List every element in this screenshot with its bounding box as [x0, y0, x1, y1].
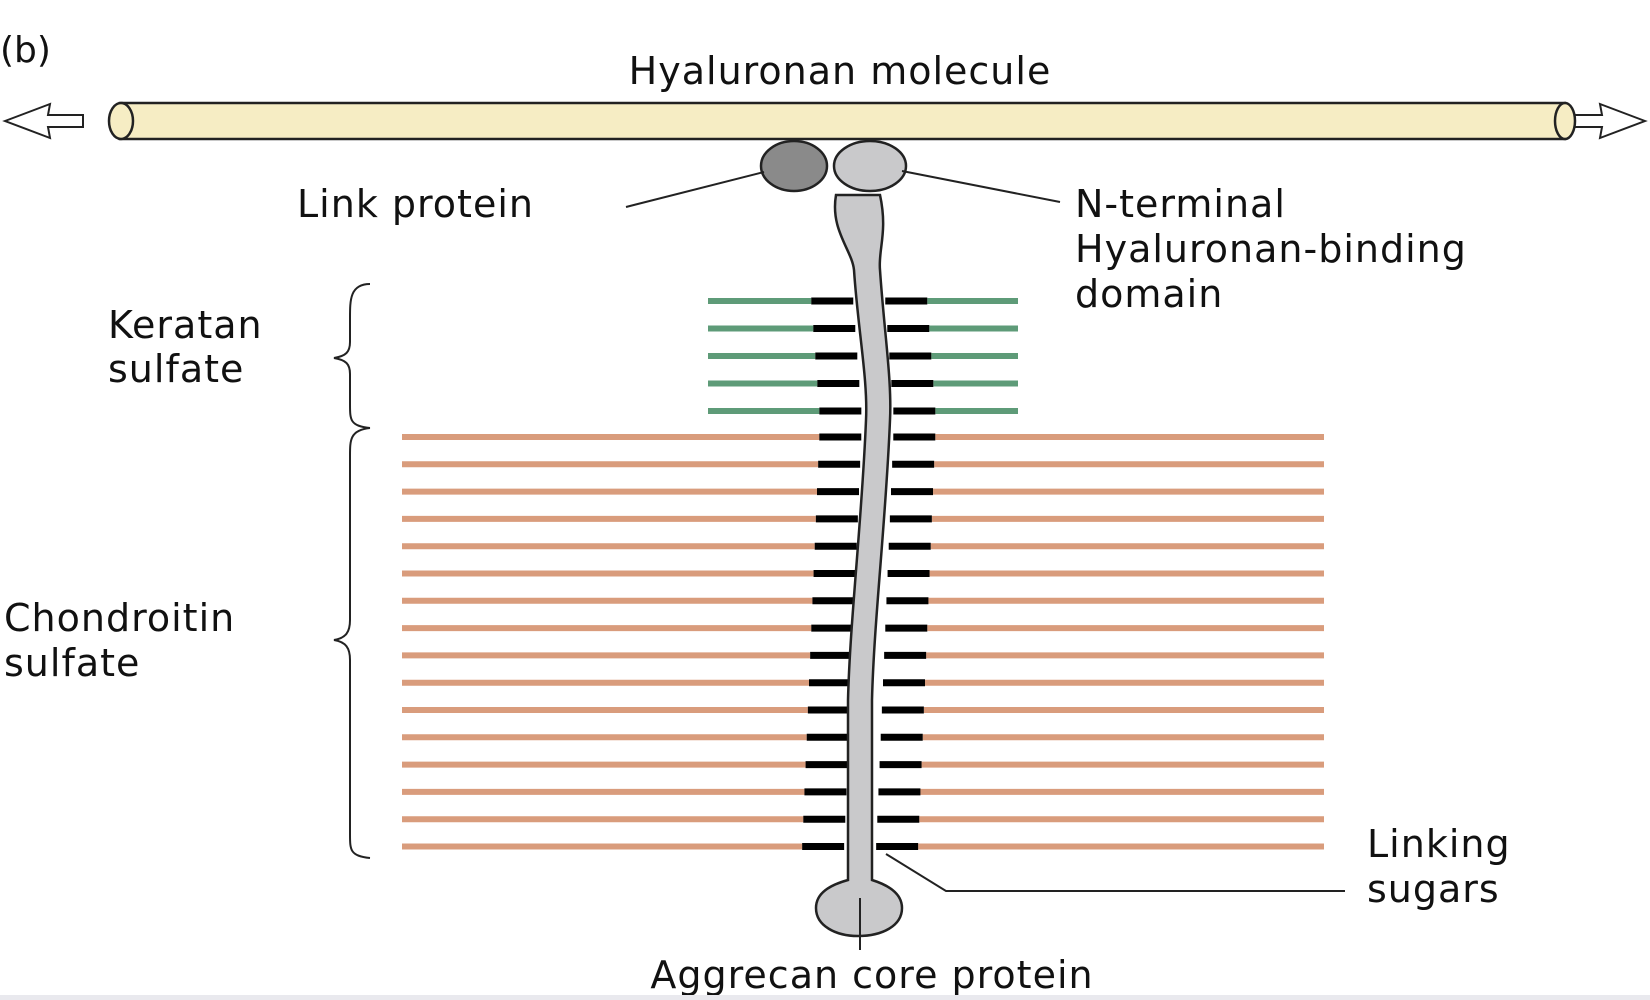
hyaluronan-label: Hyaluronan molecule: [629, 49, 1052, 93]
chondroitin-brace: [333, 427, 371, 859]
hyaluronan-molecule: [107, 101, 1577, 141]
right-arrow-icon: [1566, 102, 1648, 140]
keratan-sulfate-chains: [708, 298, 1018, 414]
bottom-edge-strip: [0, 995, 1650, 1000]
link-protein: [759, 139, 829, 193]
nterminal-binding-domain: [832, 139, 908, 193]
hyaluronan-rod-end: [1553, 101, 1577, 141]
linking-sugars-label-line-1: Linking: [1367, 822, 1511, 866]
chondroitin-sulfate-chains: [402, 434, 1324, 850]
linking-sugars: [802, 297, 936, 850]
nterminal-label-line-2: Hyaluronan-binding: [1075, 227, 1467, 271]
hyaluronan-rod-cap: [107, 101, 135, 141]
core-protein-label: Aggrecan core protein: [650, 953, 1093, 997]
linking-sugars-leader: [885, 853, 1345, 892]
aggrecan-core-protein: [814, 139, 908, 938]
keratan-label-line-2: sulfate: [108, 347, 244, 391]
linking-sugars-label-line-2: sugars: [1367, 867, 1500, 911]
nterminal-label-line-3: domain: [1075, 272, 1223, 316]
panel-label: (b): [0, 30, 51, 71]
chondroitin-label-line-1: Chondroitin: [4, 596, 235, 640]
nterminal-label-line-1: N-terminal: [1075, 182, 1286, 226]
core-protein-body: [814, 193, 904, 938]
keratan-brace: [333, 283, 371, 429]
link-protein-leader: [625, 171, 765, 208]
link-protein-label: Link protein: [297, 182, 534, 226]
keratan-label-line-1: Keratan: [108, 303, 263, 347]
left-arrow-icon: [2, 102, 84, 140]
nterminal-leader: [901, 170, 1061, 203]
chondroitin-label-line-2: sulfate: [4, 641, 140, 685]
hyaluronan-rod: [118, 101, 1567, 141]
